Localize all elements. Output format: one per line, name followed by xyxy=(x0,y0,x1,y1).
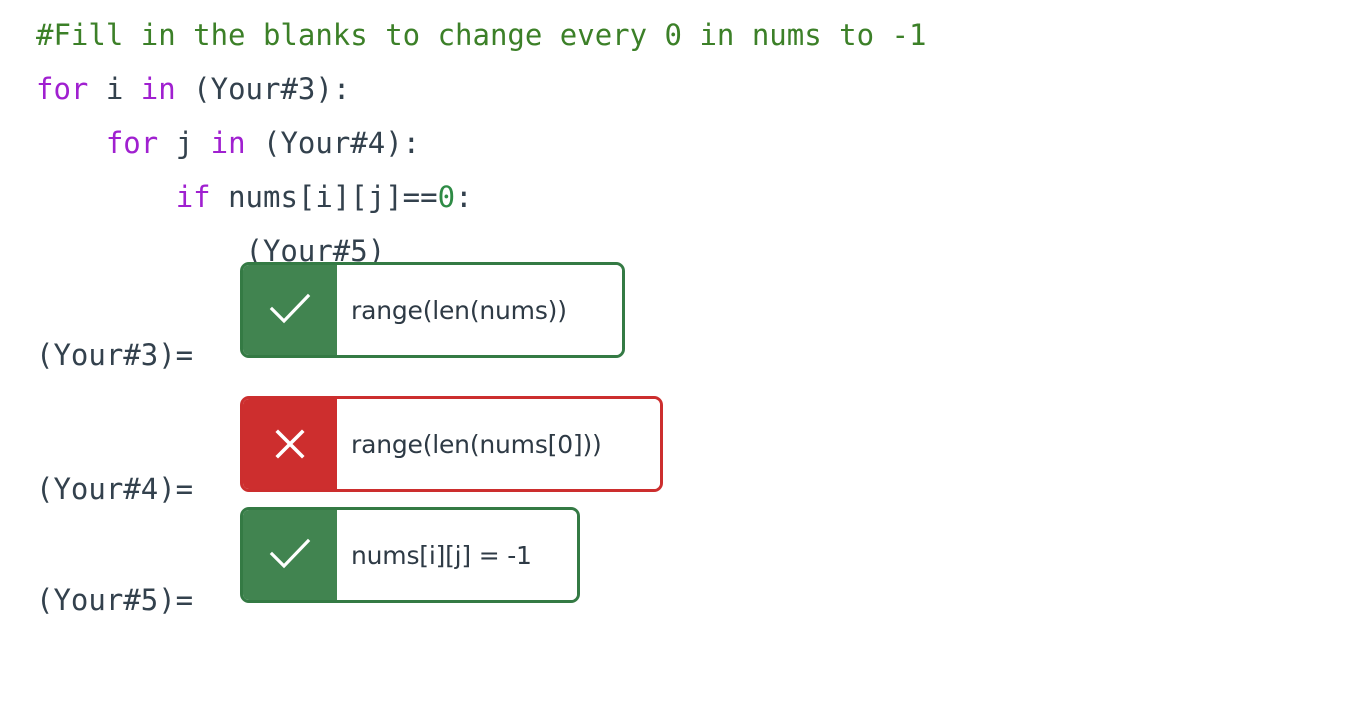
answer-row: (Your#5)= nums[i][j] = -1 xyxy=(0,507,1356,617)
answer-value: range(len(nums)) xyxy=(337,265,622,355)
code-snippet: #Fill in the blanks to change every 0 in… xyxy=(36,8,926,278)
code-token: nums[i][j]== xyxy=(210,180,438,214)
for-i-line: for i in (Your#3): xyxy=(36,62,926,116)
code-token: (Your#4): xyxy=(245,126,421,160)
if-line: if nums[i][j]==0: xyxy=(36,170,926,224)
status-panel xyxy=(243,265,337,355)
answer-box-wrong[interactable]: range(len(nums[0])) xyxy=(240,396,663,492)
answer-row: (Your#4)= range(len(nums[0])) xyxy=(0,396,1356,506)
answers-list: (Your#3)= range(len(nums)) (Your#4)= range(… xyxy=(0,262,1356,617)
answer-label: (Your#5)= xyxy=(36,583,194,617)
code-token: j xyxy=(158,126,211,160)
status-panel xyxy=(243,399,337,489)
comment-line: #Fill in the blanks to change every 0 in… xyxy=(36,8,926,62)
check-icon xyxy=(269,293,311,324)
code-token xyxy=(36,126,106,160)
code-token: (Your#3): xyxy=(175,72,351,106)
answer-row: (Your#3)= range(len(nums)) xyxy=(0,262,1356,372)
cross-icon xyxy=(275,429,305,459)
answer-value: range(len(nums[0])) xyxy=(337,399,660,489)
status-panel xyxy=(243,510,337,600)
answer-box-correct[interactable]: nums[i][j] = -1 xyxy=(240,507,580,603)
answer-box-correct[interactable]: range(len(nums)) xyxy=(240,262,625,358)
check-icon xyxy=(269,538,311,569)
code-token: i xyxy=(88,72,141,106)
code-token: in xyxy=(210,126,246,160)
code-token: if xyxy=(175,180,211,214)
answer-label: (Your#4)= xyxy=(36,472,194,506)
answer-value: nums[i][j] = -1 xyxy=(337,510,577,600)
code-token: for xyxy=(36,72,89,106)
for-j-line: for j in (Your#4): xyxy=(36,116,926,170)
answer-label: (Your#3)= xyxy=(36,338,194,372)
code-token: for xyxy=(105,126,159,160)
code-token: in xyxy=(140,72,176,106)
code-token: : xyxy=(455,180,473,214)
code-token: 0 xyxy=(437,180,456,214)
code-token: #Fill in the blanks to change every 0 in… xyxy=(36,18,927,52)
code-token xyxy=(36,180,176,214)
